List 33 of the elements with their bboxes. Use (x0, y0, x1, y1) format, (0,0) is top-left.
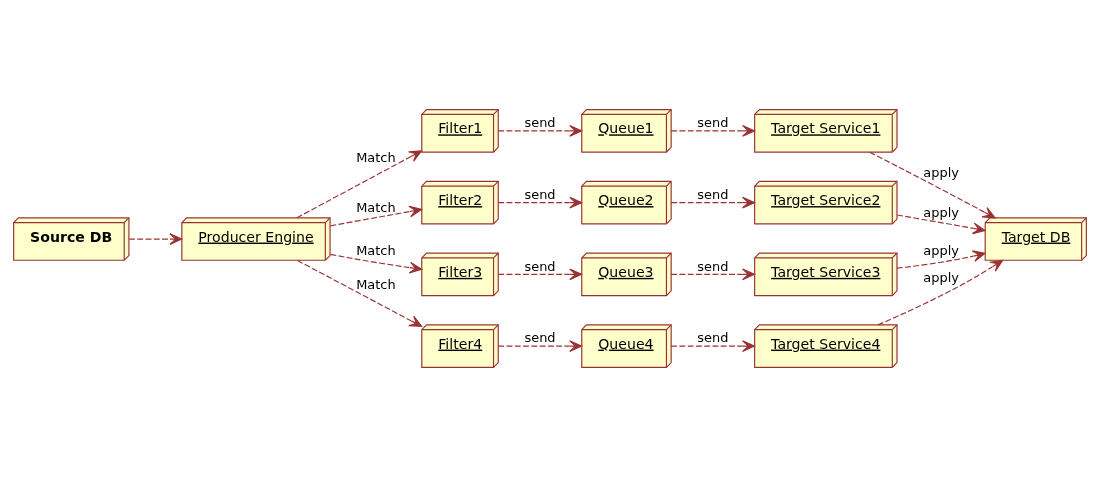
edge-label: Match (356, 150, 396, 166)
edge-label: send (524, 115, 556, 131)
edge-label: send (697, 258, 729, 274)
edge-label: send (697, 186, 729, 202)
arrow (896, 250, 986, 269)
arrow (497, 268, 583, 281)
edge-label: apply (923, 270, 959, 286)
edge-label: Match (356, 277, 396, 293)
edge-label: send (524, 258, 556, 274)
arrow (670, 196, 755, 209)
edge-label: Match (356, 243, 396, 259)
edge-label: apply (923, 243, 959, 259)
arrow (877, 259, 1004, 326)
edge-label: send (524, 186, 556, 202)
arrow (497, 125, 583, 137)
edge-label: send (697, 115, 729, 131)
edge-label: apply (923, 204, 959, 220)
edge-label: send (697, 330, 729, 346)
edge-label: send (524, 330, 556, 346)
arrow (329, 205, 423, 227)
arrow (896, 214, 986, 235)
edge-label: Match (356, 199, 396, 215)
arrow (296, 259, 423, 327)
arrow (869, 151, 996, 219)
arrow (296, 150, 423, 219)
arrow (670, 268, 755, 281)
arrow (329, 253, 423, 274)
arrow (497, 340, 583, 352)
arrow (670, 125, 755, 137)
arrow (497, 196, 583, 209)
arrow (128, 233, 183, 245)
arrow (670, 340, 755, 352)
edge-label: apply (923, 164, 959, 180)
